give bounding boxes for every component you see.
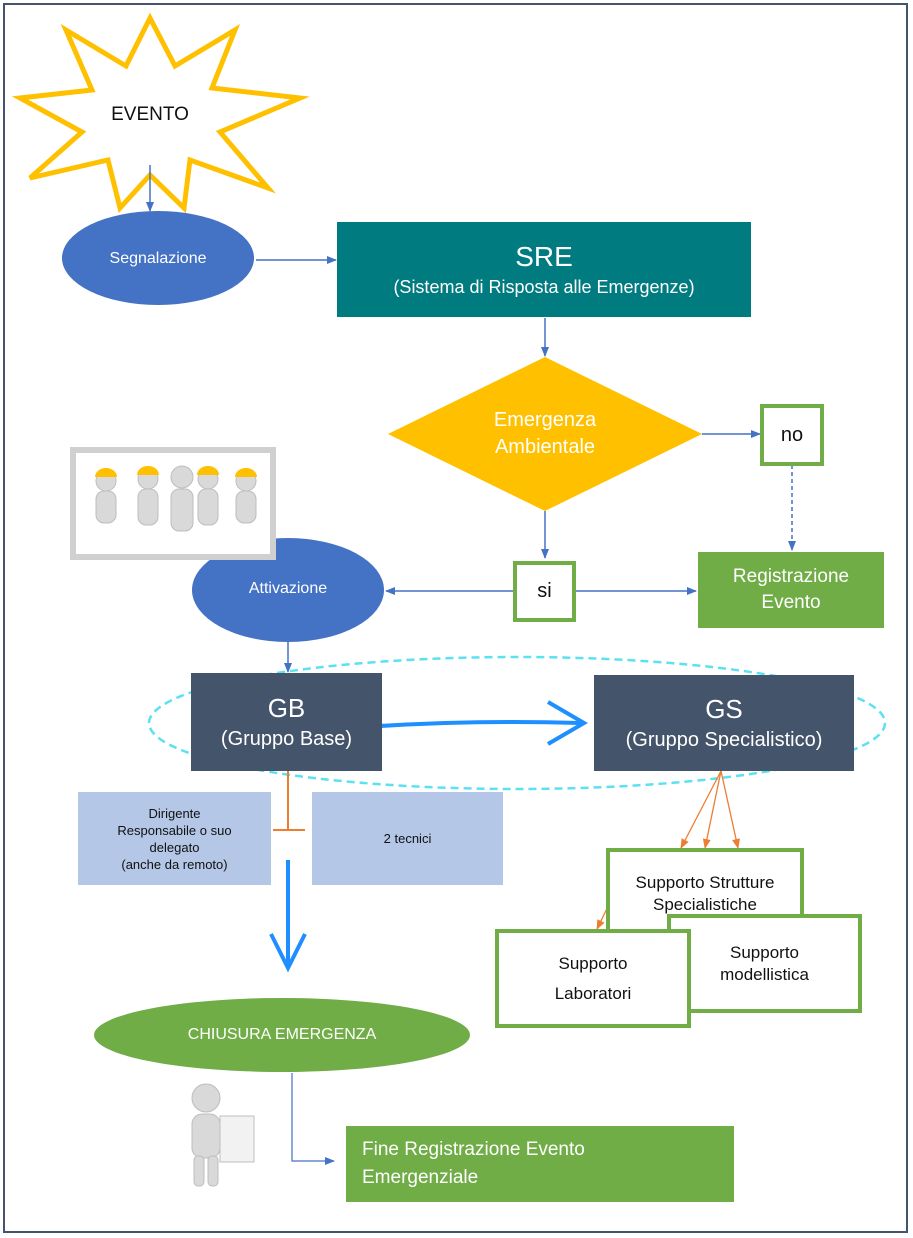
attivazione-ellipse: [192, 538, 384, 642]
segnalazione-text: Segnalazione: [109, 250, 207, 267]
fine-registrazione-box: Fine Registrazione Evento Emergenziale: [346, 1126, 734, 1202]
dirigente-line4: (anche da remoto): [121, 856, 228, 872]
no-box: no: [760, 404, 824, 466]
no-text: no: [780, 423, 804, 446]
gb-title: GB: [267, 693, 306, 723]
dirigente-line2: Responsabile o suo: [117, 822, 232, 838]
gs-box: GS (Gruppo Specialistico): [594, 675, 854, 771]
dirigente-line1: Dirigente: [148, 805, 201, 821]
emergenza-line1: Emergenza: [493, 409, 597, 431]
supporto-modellistica-box: Supporto modellistica: [667, 914, 862, 1013]
evento-label: EVENTO: [90, 100, 210, 130]
sre-title: SRE: [515, 241, 573, 272]
people-group-image: [70, 447, 276, 560]
arrow-gs-strutture-3: [720, 770, 740, 849]
arrow-gb-gs: [379, 720, 581, 728]
tecnici-box: 2 tecnici: [312, 792, 503, 885]
arrow-gs-strutture-1: [680, 770, 722, 849]
registrazione-line1: Registrazione: [732, 566, 850, 587]
registrazione-evento-box: Registrazione Evento: [698, 552, 884, 628]
arrow-chiusura-fine: [291, 1073, 335, 1165]
supporto-laboratori-box: Supporto Laboratori: [495, 929, 691, 1028]
supporto-strutture-line2: Specialistiche: [653, 895, 757, 914]
attivazione-text: Attivazione: [248, 580, 328, 597]
registrazione-line2: Evento: [761, 592, 821, 613]
emergenza-ambientale-label: Emergenza Ambientale: [445, 402, 645, 466]
supporto-laboratori-line2: Laboratori: [554, 983, 632, 1003]
chiusura-emergenza-ellipse: [94, 998, 470, 1072]
supporto-modellistica-line2: modellistica: [720, 964, 809, 984]
arrow-gs-strutture-2: [702, 770, 722, 849]
tecnici-text: 2 tecnici: [383, 831, 432, 846]
gb-box: GB (Gruppo Base): [191, 673, 382, 771]
person-paper-icon: [191, 1083, 255, 1187]
arrow-gb-gs-head: [546, 700, 588, 746]
fine-line1: Fine Registrazione Evento: [362, 1139, 585, 1160]
emergenza-ambientale-diamond: [388, 357, 702, 511]
supporto-strutture-box: Supporto Strutture Specialistiche: [606, 848, 804, 940]
chiusura-emergenza-label: CHIUSURA EMERGENZA: [110, 1020, 454, 1050]
supporto-laboratori-line1: Supporto: [558, 953, 628, 973]
gs-title: GS: [705, 694, 743, 724]
sre-box: SRE (Sistema di Risposta alle Emergenze): [337, 222, 751, 317]
emergenza-line2: Ambientale: [494, 436, 596, 458]
evento-text: EVENTO: [111, 104, 189, 125]
dirigente-line3: delegato: [149, 839, 200, 855]
segnalazione-ellipse: [62, 211, 254, 305]
gs-subtitle: (Gruppo Specialistico): [625, 729, 823, 751]
chiusura-text: CHIUSURA EMERGENZA: [187, 1026, 377, 1043]
si-box: si: [513, 561, 576, 622]
gb-subtitle: (Gruppo Base): [220, 728, 353, 750]
people-group-icon: [95, 465, 257, 532]
dirigente-box: Dirigente Responsabile o suo delegato (a…: [78, 792, 271, 885]
si-text: si: [537, 580, 552, 602]
supporto-strutture-line1: Supporto Strutture: [635, 873, 775, 892]
arrow-gb-chiusura-head: [269, 933, 307, 973]
sre-subtitle: (Sistema di Risposta alle Emergenze): [393, 277, 695, 297]
person-with-paper-image: [172, 1078, 262, 1192]
gruppi-dashed-ellipse: [147, 655, 887, 791]
diagram-frame: [3, 3, 908, 1233]
supporto-modellistica-line1: Supporto: [730, 942, 799, 962]
attivazione-label: Attivazione: [192, 574, 384, 604]
segnalazione-label: Segnalazione: [62, 244, 254, 274]
fine-line2: Emergenziale: [362, 1167, 479, 1188]
